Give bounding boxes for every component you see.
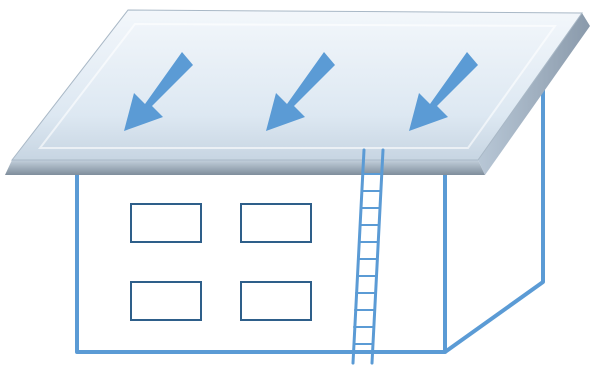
roof-front-edge: [5, 160, 485, 175]
ladder-rail: [353, 150, 364, 363]
ladder: [353, 150, 383, 363]
window: [131, 282, 201, 320]
window: [241, 204, 311, 242]
front-wall: [77, 172, 445, 352]
window: [241, 282, 311, 320]
ladder-rungs: [354, 174, 382, 344]
window: [131, 204, 201, 242]
ladder-rail: [372, 150, 383, 363]
windows: [131, 204, 311, 320]
